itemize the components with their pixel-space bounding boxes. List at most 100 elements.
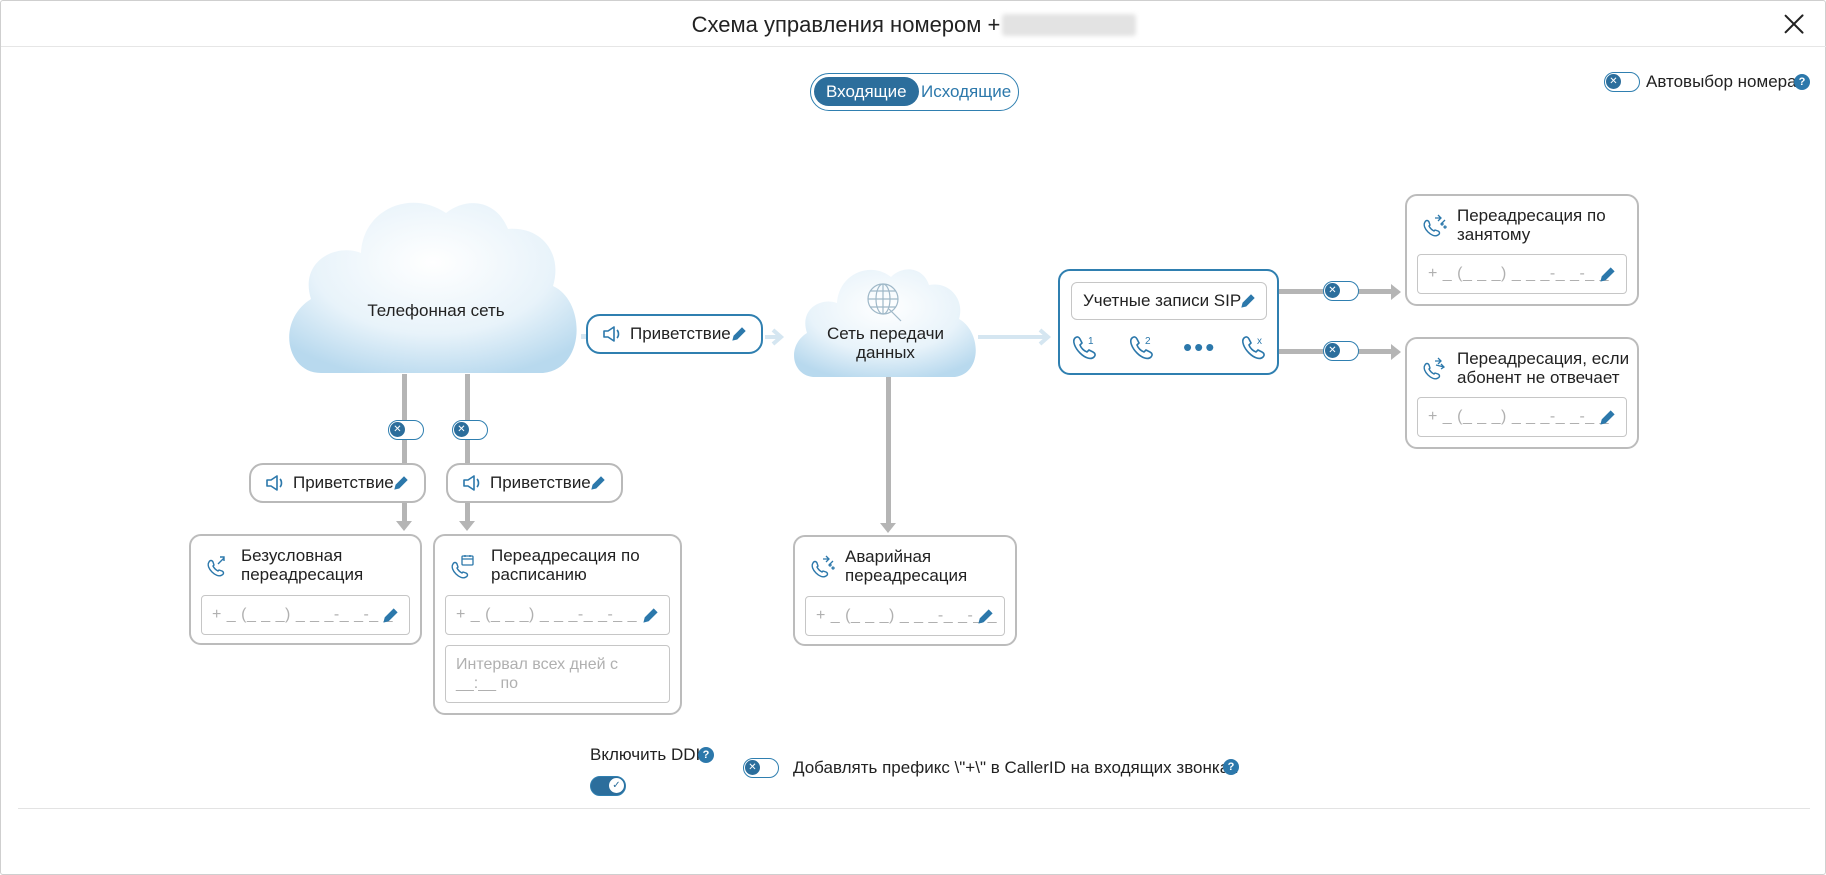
auto-select-label: Автовыбор номера [1646, 72, 1797, 91]
toggle-off-icon: ✕ [1606, 74, 1621, 89]
toggle-on-icon: ✓ [609, 778, 624, 793]
toggle-off-icon: ✕ [745, 760, 760, 775]
call-forward-icon [1423, 214, 1447, 237]
speaker-icon [266, 475, 283, 491]
emergency-forward-card: Аварийная переадресация + _ (_ _ _) _ _ … [793, 535, 1017, 646]
connector [465, 503, 470, 521]
help-icon[interactable]: ? [1794, 74, 1810, 90]
scheduled-call-forward-icon [451, 555, 474, 579]
unconditional-forward-toggle[interactable]: ✕ [388, 420, 424, 440]
auto-select-toggle[interactable]: ✕ [1604, 72, 1640, 92]
data-network-label: Сеть передачи данных [826, 324, 945, 362]
unconditional-greeting-button[interactable]: Приветствие [249, 463, 426, 503]
schedule-forward-toggle[interactable]: ✕ [452, 420, 488, 440]
edit-icon[interactable] [977, 608, 994, 625]
edit-icon[interactable] [1599, 409, 1616, 426]
sip-accounts-label: Учетные записи SIP [1083, 291, 1242, 310]
busy-forward-toggle[interactable]: ✕ [1323, 281, 1359, 301]
caller-id-prefix-label: Добавлять префикс \"+\" в CallerID на вх… [793, 758, 1238, 777]
no-answer-forward-number-field[interactable]: + _ (_ _ _) _ _ _-_ _-_ _ [1417, 397, 1627, 437]
arrow-down [396, 521, 412, 531]
schedule-forward-card: Переадресация по расписанию + _ (_ _ _) … [433, 534, 682, 715]
phone-placeholder: + _ (_ _ _) _ _ _-_ _-_ _ [1428, 265, 1610, 282]
schedule-forward-number-field[interactable]: + _ (_ _ _) _ _ _-_ _-_ _ [445, 595, 670, 635]
toggle-off-icon: ✕ [1325, 283, 1340, 298]
schedule-greeting-button[interactable]: Приветствие [446, 463, 623, 503]
speaker-icon [463, 475, 480, 491]
phone-placeholder: + _ (_ _ _) _ _ _-_ _-_ _ [212, 606, 394, 623]
unconditional-forward-title: Безусловная переадресация [241, 546, 364, 584]
sip-accounts-button[interactable]: Учетные записи SIP [1071, 282, 1267, 320]
call-forward-icon [207, 556, 225, 577]
busy-forward-card: Переадресация по занятому + _ (_ _ _) _ … [1405, 194, 1639, 306]
footer-divider [18, 808, 1810, 809]
edit-icon[interactable] [590, 475, 606, 491]
arrow-down [459, 521, 475, 531]
sip-line-1-number: 1 [1088, 336, 1094, 347]
tab-outgoing[interactable]: Исходящие [921, 82, 1012, 101]
more-lines-icon: ••• [1183, 332, 1217, 362]
data-network-cloud [794, 269, 976, 377]
main-greeting-label: Приветствие [630, 324, 731, 343]
dialog-title-text: Схема управления номером + [691, 12, 1001, 37]
dialog-title: Схема управления номером + [1, 12, 1826, 38]
call-forward-icon [1423, 357, 1446, 380]
speaker-icon [603, 326, 620, 342]
main-greeting-button[interactable]: Приветствие [586, 314, 763, 354]
edit-icon[interactable] [642, 607, 659, 624]
ddi-label: Включить DDI [590, 745, 701, 764]
close-icon[interactable] [1783, 13, 1805, 35]
phone-network-label: Телефонная сеть [367, 301, 505, 320]
connector [402, 503, 407, 521]
unconditional-greeting-label: Приветствие [293, 473, 394, 492]
busy-forward-number-field[interactable]: + _ (_ _ _) _ _ _-_ _-_ _ [1417, 254, 1627, 294]
connector [581, 334, 589, 339]
call-forward-icon [811, 555, 835, 578]
toggle-off-icon: ✕ [1325, 343, 1340, 358]
arrow-right [1391, 344, 1401, 360]
no-answer-forward-toggle[interactable]: ✕ [1323, 341, 1359, 361]
schedule-interval-field[interactable]: Интервал всех дней с __:__ по [445, 645, 670, 703]
tab-incoming[interactable]: Входящие [814, 77, 919, 106]
sip-accounts-box: Учетные записи SIP 1 2 ••• x [1058, 269, 1279, 375]
sip-line-2-icon[interactable]: 2 [1128, 334, 1156, 362]
schedule-greeting-label: Приветствие [490, 473, 591, 492]
sip-line-2-number: 2 [1145, 336, 1151, 347]
arrow-right-light [978, 328, 1052, 346]
edit-icon[interactable] [393, 475, 409, 491]
schedule-forward-title: Переадресация по расписанию [491, 546, 640, 584]
interval-placeholder: Интервал всех дней с __:__ по [456, 656, 619, 692]
unconditional-forward-number-field[interactable]: + _ (_ _ _) _ _ _-_ _-_ _ [201, 595, 410, 635]
edit-icon[interactable] [1599, 266, 1616, 283]
phone-placeholder: + _ (_ _ _) _ _ _-_ _-_ _ [456, 606, 638, 623]
masked-phone-number [1002, 14, 1137, 36]
dialog-header: Схема управления номером + [1, 1, 1826, 47]
arrow-right [1391, 284, 1401, 300]
connector [886, 377, 891, 523]
sip-line-1-icon[interactable]: 1 [1071, 334, 1099, 362]
phone-placeholder: + _ (_ _ _) _ _ _-_ _-_ _ [1428, 408, 1610, 425]
phone-placeholder: + _ (_ _ _) _ _ _-_ _-_ _ [816, 607, 998, 624]
emergency-forward-title: Аварийная переадресация [845, 547, 968, 585]
sip-line-x-number: x [1257, 336, 1262, 347]
no-answer-forward-card: Переадресация, если абонент не отвечает … [1405, 337, 1639, 449]
edit-icon[interactable] [1240, 293, 1256, 309]
phone-network-cloud [289, 202, 577, 373]
direction-switch: Входящие Исходящие [810, 73, 1019, 111]
emergency-forward-number-field[interactable]: + _ (_ _ _) _ _ _-_ _-_ _ [805, 596, 1005, 636]
unconditional-forward-card: Безусловная переадресация + _ (_ _ _) _ … [189, 534, 422, 645]
edit-icon[interactable] [382, 607, 399, 624]
toggle-off-icon: ✕ [390, 422, 405, 437]
sip-line-x-icon[interactable]: x [1240, 334, 1268, 362]
edit-icon[interactable] [731, 326, 747, 342]
help-icon[interactable]: ? [1223, 759, 1239, 775]
caller-id-prefix-toggle[interactable]: ✕ [743, 758, 779, 778]
arrow-down [880, 523, 896, 533]
toggle-off-icon: ✕ [454, 422, 469, 437]
help-icon[interactable]: ? [698, 747, 714, 763]
arrow-right-light [765, 328, 785, 346]
no-answer-forward-title: Переадресация, если абонент не отвечает [1457, 349, 1630, 387]
ddi-toggle[interactable]: ✓ [590, 776, 626, 796]
busy-forward-title: Переадресация по занятому [1457, 206, 1606, 244]
